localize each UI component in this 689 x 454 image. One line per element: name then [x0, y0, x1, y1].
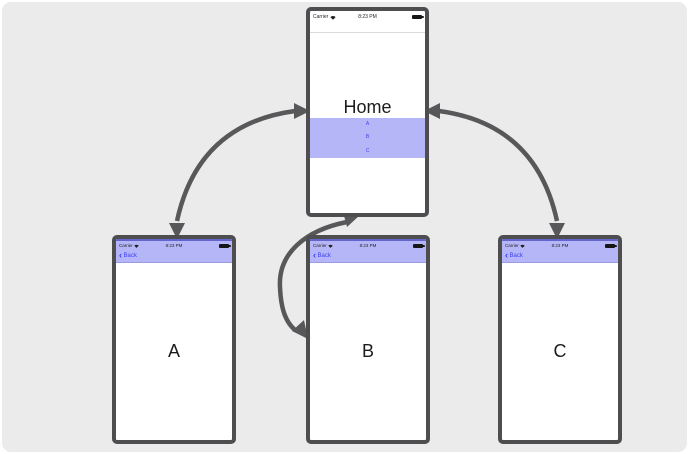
back-label: Back	[123, 252, 137, 259]
status-time: 8:23 PM	[359, 243, 377, 248]
screen-a: Carrier 8:23 PM ‹ Back A	[116, 239, 232, 440]
home-menu-list: A B C	[310, 118, 425, 158]
menu-item-b[interactable]: B	[365, 134, 370, 141]
screen-c: Carrier 8:23 PM ‹ Back C	[502, 239, 618, 440]
wifi-icon	[134, 244, 139, 248]
back-chevron-icon: ‹	[505, 250, 508, 260]
carrier-area: Carrier	[119, 243, 139, 248]
status-bar: Carrier 8:23 PM	[310, 241, 426, 250]
wifi-icon	[330, 15, 336, 20]
home-title: Home	[343, 97, 392, 117]
nav-bar: Carrier 8:23 PM ‹ Back	[116, 239, 232, 263]
back-button[interactable]: ‹ Back	[502, 250, 535, 261]
nav-bar-hairline	[310, 23, 425, 33]
battery-icon	[412, 15, 424, 19]
back-label: Back	[509, 252, 523, 259]
status-time: 8:23 PM	[551, 243, 569, 248]
back-label: Back	[317, 252, 331, 259]
back-chevron-icon: ‹	[313, 250, 316, 260]
screen-c-title: C	[553, 341, 567, 361]
wifi-icon	[328, 244, 333, 248]
screen-b: Carrier 8:23 PM ‹ Back B	[310, 239, 426, 440]
carrier-label: Carrier	[119, 243, 133, 248]
back-button[interactable]: ‹ Back	[310, 250, 343, 261]
phone-screen-c: Carrier 8:23 PM ‹ Back C	[498, 235, 622, 444]
battery-icon	[219, 243, 231, 248]
back-button[interactable]: ‹ Back	[116, 250, 149, 261]
nav-bar: Carrier 8:23 PM ‹ Back	[310, 239, 426, 263]
screen-a-title: A	[167, 341, 180, 361]
battery-icon	[413, 243, 425, 248]
menu-item-c[interactable]: C	[365, 147, 370, 154]
carrier-area: Carrier	[313, 13, 336, 20]
phone-screen-a: Carrier 8:23 PM ‹ Back A	[112, 235, 236, 444]
screen-b-title: B	[361, 341, 374, 361]
carrier-label: Carrier	[313, 13, 329, 20]
status-bar: Carrier 8:23 PM	[502, 241, 618, 250]
phone-home: Carrier 8:23 PM Home A B C	[306, 7, 429, 217]
status-bar: Carrier 8:23 PM	[116, 241, 232, 250]
carrier-area: Carrier	[505, 243, 525, 248]
back-chevron-icon: ‹	[119, 250, 122, 260]
menu-item-a[interactable]: A	[365, 121, 370, 128]
nav-bar: Carrier 8:23 PM ‹ Back	[502, 239, 618, 263]
phone-screen-b: Carrier 8:23 PM ‹ Back B	[306, 235, 430, 444]
carrier-label: Carrier	[505, 243, 519, 248]
home-screen: Carrier 8:23 PM Home A B C	[310, 11, 425, 213]
battery-icon	[605, 243, 617, 248]
wifi-icon	[520, 244, 525, 248]
carrier-label: Carrier	[313, 243, 327, 248]
status-time: 8:23 PM	[165, 243, 183, 248]
status-time: 8:23 PM	[358, 13, 377, 20]
status-bar: Carrier 8:23 PM	[310, 11, 425, 23]
carrier-area: Carrier	[313, 243, 333, 248]
